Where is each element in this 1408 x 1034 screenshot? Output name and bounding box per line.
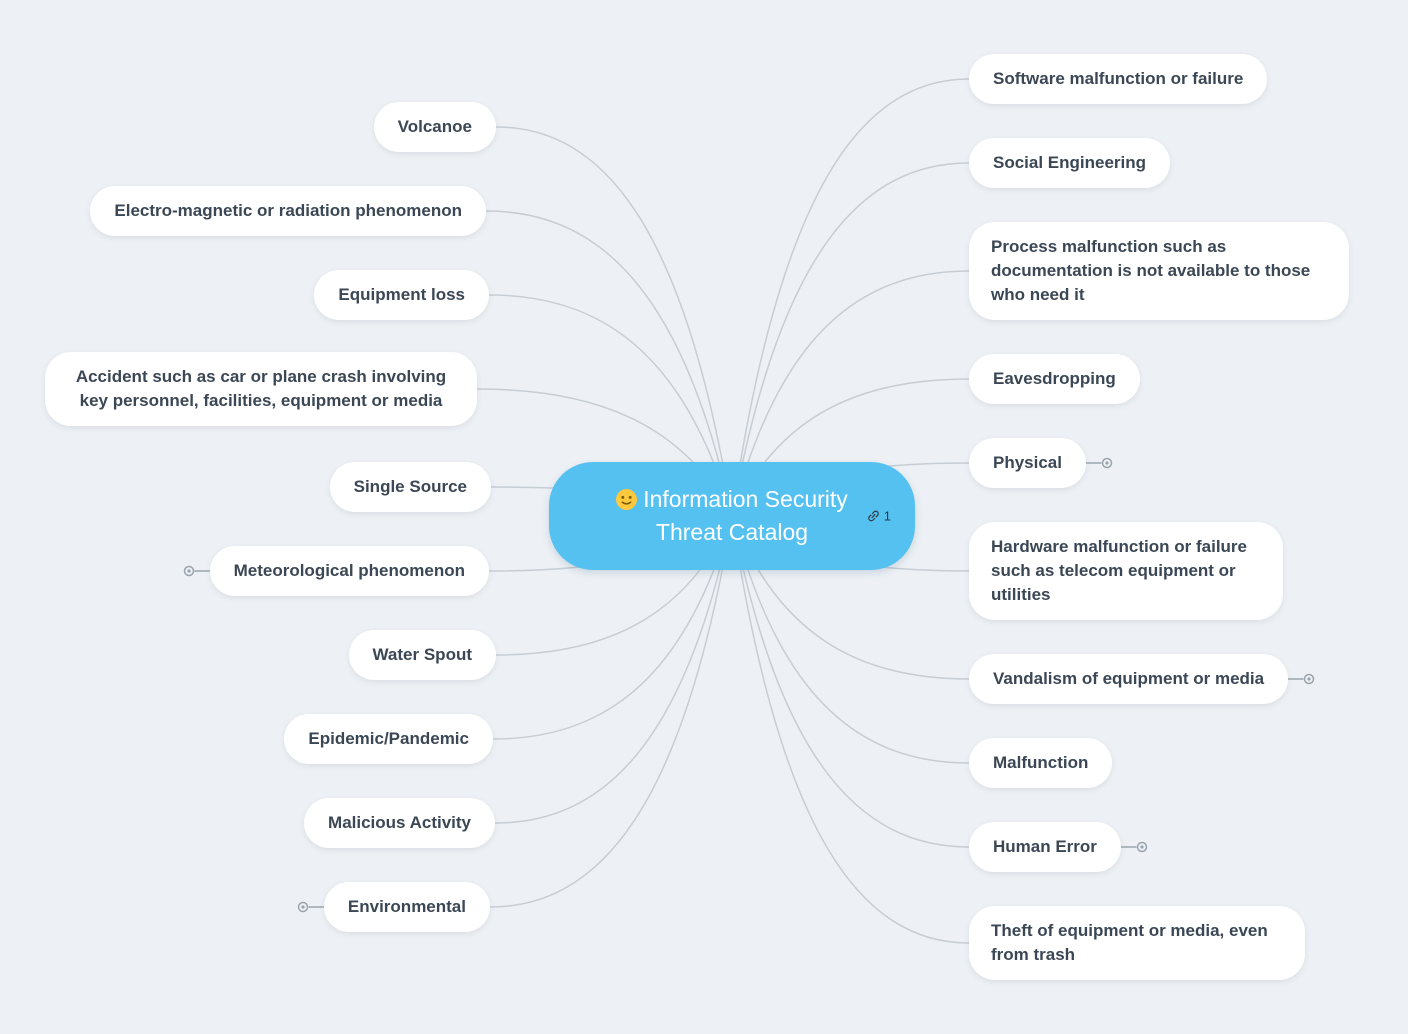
link-icon [866,509,881,524]
smiley-emoji-icon [616,486,638,510]
node-eavesdropping[interactable]: Eavesdropping [969,354,1140,404]
node-malicious-activity[interactable]: Malicious Activity [304,798,495,848]
node-label: Process malfunction such as documentatio… [991,237,1311,304]
node-label: Malfunction [993,753,1089,772]
node-label: Epidemic/Pandemic [308,729,469,748]
root-label-wrap: Information Security Threat Catalog [586,483,878,549]
node-label: Human Error [993,837,1097,856]
node-social-engineering[interactable]: Social Engineering [969,138,1171,188]
node-electro-magnetic-phenomenon[interactable]: Electro-magnetic or radiation phenomenon [90,186,486,236]
node-label: Theft of equipment or media, even from t… [991,921,1268,964]
collapsed-branch-indicator[interactable] [1288,672,1316,686]
node-label: Accident such as car or plane crash invo… [75,367,447,410]
collapsed-branch-indicator[interactable] [296,900,324,914]
collapsed-branch-indicator[interactable] [182,564,210,578]
link-badge[interactable]: 1 [866,509,891,524]
node-vandalism[interactable]: Vandalism of equipment or media [969,654,1315,704]
node-software-malfunction[interactable]: Software malfunction or failure [969,54,1268,104]
node-label: Physical [993,453,1062,472]
node-label: Hardware malfunction or failure such as … [991,537,1247,604]
node-theft-of-equipment[interactable]: Theft of equipment or media, even from t… [969,906,1305,980]
node-environmental[interactable]: Environmental [297,882,490,932]
link-count: 1 [883,508,891,524]
root-label: Information Security Threat Catalog [643,486,848,545]
node-physical[interactable]: Physical [969,438,1113,488]
root-node[interactable]: Information Security Threat Catalog 1 [549,462,915,570]
node-water-spout[interactable]: Water Spout [348,630,496,680]
node-label: Eavesdropping [993,369,1116,388]
node-label: Malicious Activity [328,813,471,832]
node-volcanoe[interactable]: Volcanoe [373,102,496,152]
node-equipment-loss[interactable]: Equipment loss [314,270,489,320]
node-label: Water Spout [372,645,472,664]
node-human-error[interactable]: Human Error [969,822,1148,872]
node-label: Vandalism of equipment or media [993,669,1265,688]
node-label: Social Engineering [993,153,1147,172]
node-epidemic-pandemic[interactable]: Epidemic/Pandemic [284,714,493,764]
node-label: Electro-magnetic or radiation phenomenon [114,201,462,220]
node-hardware-malfunction[interactable]: Hardware malfunction or failure such as … [969,522,1283,620]
node-label: Meteorological phenomenon [233,561,465,580]
collapsed-branch-indicator[interactable] [1120,840,1149,854]
node-label: Volcanoe [397,117,472,136]
node-label: Software malfunction or failure [993,69,1244,88]
node-accident-crash[interactable]: Accident such as car or plane crash invo… [45,352,477,426]
node-process-malfunction[interactable]: Process malfunction such as documentatio… [969,222,1349,320]
node-single-source[interactable]: Single Source [329,462,491,512]
node-malfunction[interactable]: Malfunction [969,738,1113,788]
collapsed-branch-indicator[interactable] [1086,456,1114,470]
node-label: Environmental [347,897,466,916]
node-meteorological-phenomenon[interactable]: Meteorological phenomenon [183,546,489,596]
node-label: Equipment loss [338,285,465,304]
node-label: Single Source [353,477,467,496]
